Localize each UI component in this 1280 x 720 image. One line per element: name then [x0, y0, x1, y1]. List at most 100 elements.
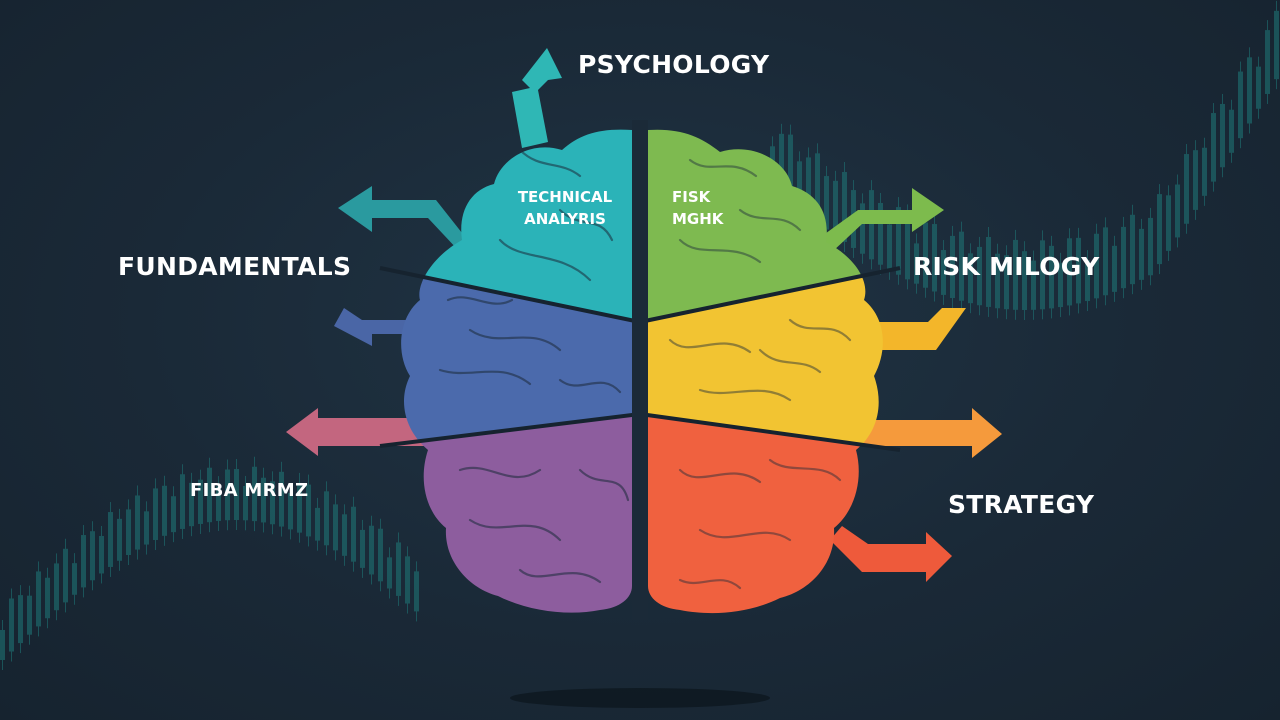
- background-candle-wick: [1087, 250, 1088, 312]
- background-candle-wick: [83, 525, 84, 598]
- background-candle-wick: [817, 143, 818, 234]
- background-candle-wick: [317, 497, 318, 551]
- background-candle-wick: [272, 471, 273, 535]
- background-candle-wick: [835, 170, 836, 246]
- background-candle-wick: [1132, 204, 1133, 295]
- background-candle-wick: [1186, 144, 1187, 234]
- background-candle-wick: [790, 124, 791, 214]
- background-candle-wick: [988, 227, 989, 317]
- background-candle-wick: [380, 518, 381, 592]
- background-candle-wick: [898, 197, 899, 285]
- label-strategy: STRATEGY: [948, 490, 1095, 519]
- background-candle-wick: [65, 538, 66, 613]
- background-candle-wick: [299, 472, 300, 543]
- background-candle-wick: [997, 243, 998, 319]
- background-candle-wick: [880, 192, 881, 275]
- background-candle-wick: [173, 486, 174, 543]
- background-candle-wick: [326, 481, 327, 556]
- background-candle-wick: [101, 525, 102, 584]
- background-candle-wick: [155, 478, 156, 550]
- background-candle-wick: [1168, 185, 1169, 261]
- background-candle-wick: [1114, 235, 1115, 302]
- arrow-icon: [512, 48, 562, 148]
- background-candle-wick: [110, 502, 111, 577]
- background-candle-wick: [344, 504, 345, 566]
- background-candle-wick: [1240, 61, 1241, 149]
- background-candle-wick: [1024, 241, 1025, 320]
- background-candle-wick: [952, 225, 953, 309]
- background-candle-wick: [38, 561, 39, 637]
- background-candle-wick: [799, 151, 800, 221]
- background-candle-wick: [1177, 174, 1178, 248]
- background-candle-wick: [164, 475, 165, 546]
- background-candle-wick: [1231, 99, 1232, 163]
- background-candle-wick: [925, 212, 926, 298]
- background-candle-wick: [862, 193, 863, 264]
- background-candle-wick: [1195, 140, 1196, 220]
- background-candle-wick: [916, 233, 917, 294]
- background-candle-wick: [389, 547, 390, 599]
- label-psychology: PSYCHOLOGY: [578, 50, 770, 79]
- background-candle-wick: [407, 546, 408, 614]
- background-candle-wick: [191, 472, 192, 537]
- background-candle-wick: [245, 475, 246, 531]
- background-candle-wick: [1141, 218, 1142, 290]
- arrow-icon: [830, 526, 952, 582]
- background-candle-wick: [290, 482, 291, 540]
- background-candle-wick: [209, 457, 210, 533]
- background-candle-wick: [1204, 137, 1205, 206]
- brain-label-line: ANALYRIS: [524, 210, 606, 228]
- segment-fundamentals: [401, 268, 632, 446]
- background-candle-wick: [227, 459, 228, 531]
- background-candle-wick: [1015, 229, 1016, 320]
- background-candle-wick: [254, 456, 255, 532]
- brain-label-technical-analysis: TECHNICAL ANALYRIS: [490, 186, 640, 230]
- label-risk-milogy: RISK MILOGY: [913, 252, 1100, 281]
- background-candle-wick: [943, 240, 944, 305]
- background-candle-wick: [1213, 103, 1214, 192]
- background-candle-wick: [128, 499, 129, 565]
- background-candle-wick: [1042, 230, 1043, 320]
- segment-risk-milogy: [648, 268, 883, 450]
- label-fiba-mrmz: FIBA MRMZ: [190, 480, 309, 501]
- background-candle-wick: [398, 532, 399, 606]
- background-candle-wick: [1105, 217, 1106, 306]
- arrow-icon: [338, 186, 466, 250]
- background-candle-wick: [1123, 216, 1124, 299]
- background-candle-wick: [29, 585, 30, 645]
- background-candle-wick: [335, 494, 336, 561]
- background-candle-wick: [871, 180, 872, 270]
- background-candle-wick: [1267, 20, 1268, 104]
- background-candle-wick: [353, 496, 354, 572]
- background-candle-wick: [979, 236, 980, 316]
- background-candle-wick: [119, 508, 120, 571]
- background-candle-wick: [236, 459, 237, 531]
- label-fundamentals: FUNDAMENTALS: [118, 252, 352, 281]
- background-candle-wick: [362, 519, 363, 578]
- background-candle-wick: [263, 467, 264, 533]
- background-candle-wick: [970, 243, 971, 314]
- arrow-icon: [334, 308, 414, 346]
- background-candle-wick: [74, 553, 75, 605]
- background-candle-wick: [11, 588, 12, 662]
- segment-strategy: [648, 414, 883, 614]
- background-candle-wick: [2, 620, 3, 670]
- background-candle-wick: [1078, 227, 1079, 314]
- background-candle-wick: [308, 474, 309, 547]
- background-candle-wick: [934, 214, 935, 302]
- background-candle-wick: [20, 585, 21, 654]
- brain-label-line: FISK: [672, 188, 711, 206]
- background-candle-wick: [146, 501, 147, 555]
- arrow-icon: [822, 188, 944, 252]
- background-candle-wick: [1006, 245, 1007, 320]
- background-candle-wick: [281, 461, 282, 537]
- background-candle-wick: [808, 147, 809, 227]
- background-candle-wick: [1159, 184, 1160, 275]
- background-candle-wick: [416, 561, 417, 622]
- brain-label-line: MGHK: [672, 210, 724, 228]
- background-candle-wick: [200, 469, 201, 534]
- background-candle-wick: [1150, 207, 1151, 286]
- brain-label-risk: FISK MGHK: [672, 186, 752, 230]
